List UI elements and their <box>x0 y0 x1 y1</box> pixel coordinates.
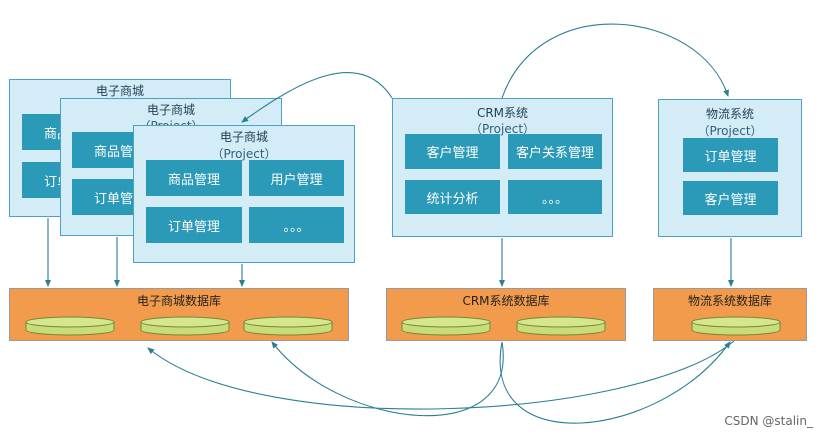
logistics-subtitle: （Project） <box>697 124 763 138</box>
module-customer-management: 客户管理 <box>683 181 778 215</box>
module-customer-management: 客户管理 <box>405 134 500 169</box>
crm-database: CRM系统数据库 <box>386 288 626 341</box>
module-more: 。。。 <box>508 180 602 214</box>
logistics-database: 物流系统数据库 <box>653 288 807 341</box>
arrow-crmdb-to-logisticsdb <box>499 341 731 424</box>
crm-subtitle: （Project） <box>469 122 536 136</box>
arrow-crm-to-logistics <box>501 23 729 99</box>
arrow-logisticsdb-to-ecommercedb <box>147 340 735 410</box>
module-user-management: 用户管理 <box>249 160 344 196</box>
ecommerce-database: 电子商城数据库 <box>9 288 349 341</box>
logistics-project: 物流系统 （Project） 订单管理 客户管理 <box>658 99 802 237</box>
ecommerce-title: 电子商城 <box>146 103 195 117</box>
ecommerce-subtitle: （Project） <box>211 147 277 161</box>
crm-project: CRM系统 （Project） 客户管理 客户关系管理 统计分析 。。。 <box>392 98 613 237</box>
crm-title: CRM系统 <box>476 106 529 120</box>
database-cylinder-icon <box>140 316 230 336</box>
module-product-management: 商品管理 <box>146 160 242 196</box>
database-cylinder-icon <box>691 316 781 336</box>
logistics-database-label: 物流系统数据库 <box>687 294 772 308</box>
ecommerce-database-label: 电子商城数据库 <box>136 294 221 308</box>
module-customer-relationship-management: 客户关系管理 <box>508 134 602 169</box>
arrow-crmdb-to-ecommercedb <box>271 341 504 417</box>
module-more: 。。。 <box>249 207 344 243</box>
ecommerce-project: 电子商城 （Project） 商品管理 用户管理 订单管理 。。。 <box>133 125 355 263</box>
database-cylinder-icon <box>25 316 115 336</box>
watermark: CSDN @stalin_ <box>724 414 813 428</box>
database-cylinder-icon <box>401 316 491 336</box>
ecommerce-title: 电子商城 <box>95 84 144 98</box>
logistics-title: 物流系统 <box>705 107 754 121</box>
database-cylinder-icon <box>243 316 333 336</box>
module-order-management: 订单管理 <box>683 138 778 172</box>
module-order-management: 订单管理 <box>146 207 242 243</box>
ecommerce-title: 电子商城 <box>219 130 268 144</box>
database-cylinder-icon <box>516 316 606 336</box>
crm-database-label: CRM系统数据库 <box>462 294 550 308</box>
module-statistical-analysis: 统计分析 <box>405 180 500 214</box>
